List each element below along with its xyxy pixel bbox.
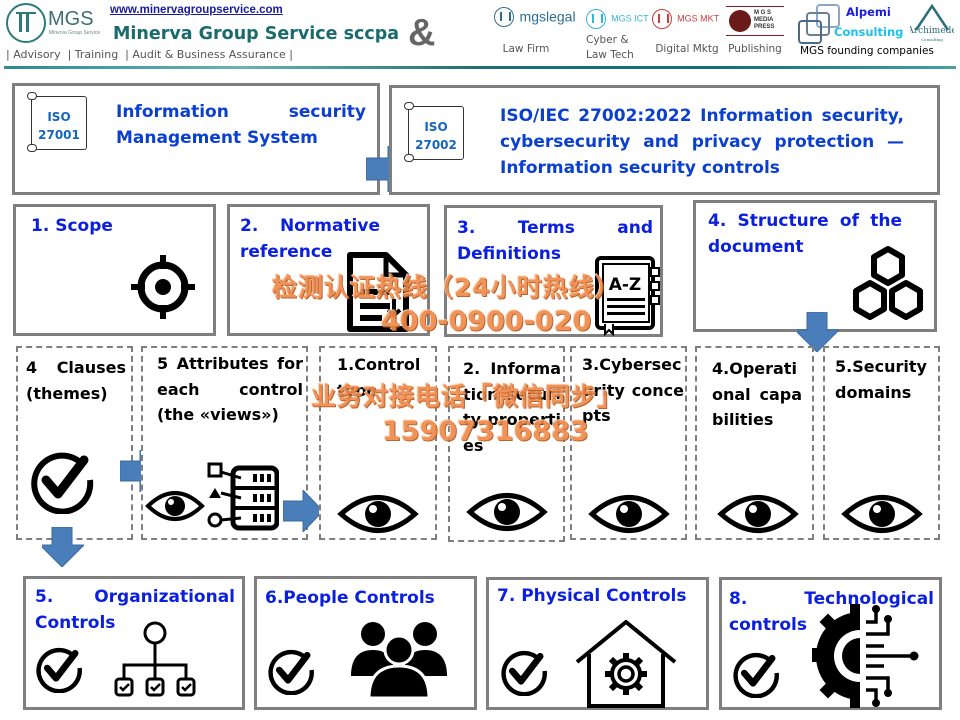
themes-attributes-title: 5 Attributes for each control (the «view… xyxy=(157,354,303,424)
control-people-title: 6.People Controls xyxy=(265,588,435,608)
gear-circuit-icon xyxy=(812,604,919,708)
hexagon-structure-icon xyxy=(853,246,923,320)
eye-icon xyxy=(841,495,923,533)
check-circle-icon xyxy=(31,452,94,514)
brand-mgslegal: mgslegal Law Firm xyxy=(490,6,580,57)
svg-text:Consulting: Consulting xyxy=(921,37,943,42)
view-control-type-box: 1.Control type xyxy=(319,346,437,540)
svg-text:Archimede: Archimede xyxy=(910,26,954,36)
eye-icon xyxy=(466,493,548,531)
logo-text: MGS xyxy=(48,8,94,30)
control-organizational-title: 5. Organizational Controls xyxy=(35,587,235,633)
watermark-hotline-number: 400-0900-020 xyxy=(381,306,592,337)
eye-icon xyxy=(337,495,419,533)
themes-clauses-box: 4 Clauses (themes) xyxy=(16,346,133,540)
control-technological-box: 8. Technological controls xyxy=(719,577,942,710)
mgs-logo-icon xyxy=(6,3,46,43)
svg-text:A-Z: A-Z xyxy=(609,275,642,295)
alpemi-logo-icon xyxy=(798,4,842,44)
eye-icon xyxy=(717,495,799,533)
clause-terms-title: 3. Terms and Definitions xyxy=(457,218,653,264)
company-name: Minerva Group Service sccpa xyxy=(113,24,400,44)
people-group-icon xyxy=(351,622,447,700)
document-reference-icon xyxy=(347,252,409,332)
arrow-down-icon xyxy=(42,527,84,567)
themes-clauses-title: 4 Clauses (themes) xyxy=(26,358,126,403)
view-cybersecurity-concepts-title: 3.Cybersecurity concepts xyxy=(582,355,684,425)
watermark-hotline-label: 检测认证热线（24小时热线） xyxy=(272,273,621,302)
alpemi-name: Alpemi xyxy=(846,5,891,19)
view-infosec-properties-title: 2. Information security properties xyxy=(463,359,561,455)
founding-label: MGS founding companies xyxy=(800,45,934,57)
clause-terms-box: 3. Terms and Definitions A-Z xyxy=(444,205,663,337)
alpemi-consulting: Consulting xyxy=(834,25,904,39)
view-security-domains-title: 5.Security domains xyxy=(835,357,927,402)
arrow-down-icon xyxy=(797,312,839,352)
watermark-business-number: 15907316883 xyxy=(382,416,589,447)
control-physical-box: 7. Physical Controls xyxy=(486,577,709,710)
logo-subtext: Minerva Group Service xyxy=(49,30,101,36)
clause-normative-title: 2. Normative reference xyxy=(240,216,380,262)
website-link[interactable]: www.minervagroupservice.com xyxy=(110,4,283,16)
view-operational-capabilities-title: 4.Operational capabilities xyxy=(712,359,802,429)
clause-normative-box: 2. Normative reference xyxy=(227,204,430,336)
themes-attributes-box: 5 Attributes for each control (the «view… xyxy=(141,346,308,540)
ampersand: & xyxy=(408,12,436,54)
view-security-domains-box: 5.Security domains xyxy=(823,346,940,540)
control-physical-title: 7. Physical Controls xyxy=(497,586,687,606)
control-organizational-box: 5. Organizational Controls xyxy=(23,576,245,710)
control-technological-title: 8. Technological controls xyxy=(729,589,934,635)
eye-icon xyxy=(588,495,670,533)
clause-structure-box: 4. Structure of the document xyxy=(693,200,937,332)
view-control-type-title: 1.Control type xyxy=(337,355,421,400)
services-list: | Advisory | Training | Audit & Business… xyxy=(6,48,294,61)
header-divider xyxy=(4,66,956,69)
brand-mgs-mkt: MGS MKT Digital Mktg xyxy=(652,8,722,57)
eye-icon xyxy=(145,491,205,521)
check-circle-icon xyxy=(36,647,82,693)
check-circle-icon xyxy=(501,650,547,696)
view-infosec-properties-box: 2. Information security properties xyxy=(448,346,565,542)
data-attributes-icon xyxy=(207,462,279,531)
mgs-ict-logo-icon xyxy=(586,8,606,29)
target-icon xyxy=(131,255,195,319)
clause-scope-title: 1. Scope xyxy=(31,216,113,236)
iso27001-title: Information security Management System xyxy=(116,102,366,148)
check-circle-icon xyxy=(733,652,779,698)
mgslegal-logo-icon xyxy=(494,6,515,27)
brand-mgs-ict: MGS ICT Cyber & Law Tech xyxy=(586,8,649,63)
control-people-box: 6.People Controls xyxy=(254,576,477,710)
org-chart-icon xyxy=(114,621,196,697)
mgs-mkt-logo-icon xyxy=(652,8,672,29)
iso27002-title: ISO/IEC 27002:2022 Information security,… xyxy=(500,106,904,178)
clause-scope-box: 1. Scope xyxy=(13,204,216,336)
clause-structure-title: 4. Structure of the document xyxy=(708,211,902,257)
glossary-book-icon: A-Z xyxy=(595,256,660,336)
watermark-business-label: 业务对接电话「微信同步」 xyxy=(311,382,624,411)
view-operational-capabilities-box: 4.Operational capabilities xyxy=(695,346,814,540)
house-gear-icon xyxy=(575,620,677,708)
view-cybersecurity-concepts-box: 3.Cybersecurity concepts xyxy=(570,346,687,540)
check-circle-icon xyxy=(268,649,314,695)
arrow-right-icon xyxy=(283,490,324,532)
archimede-logo-icon: Archimede Consulting xyxy=(910,4,954,44)
